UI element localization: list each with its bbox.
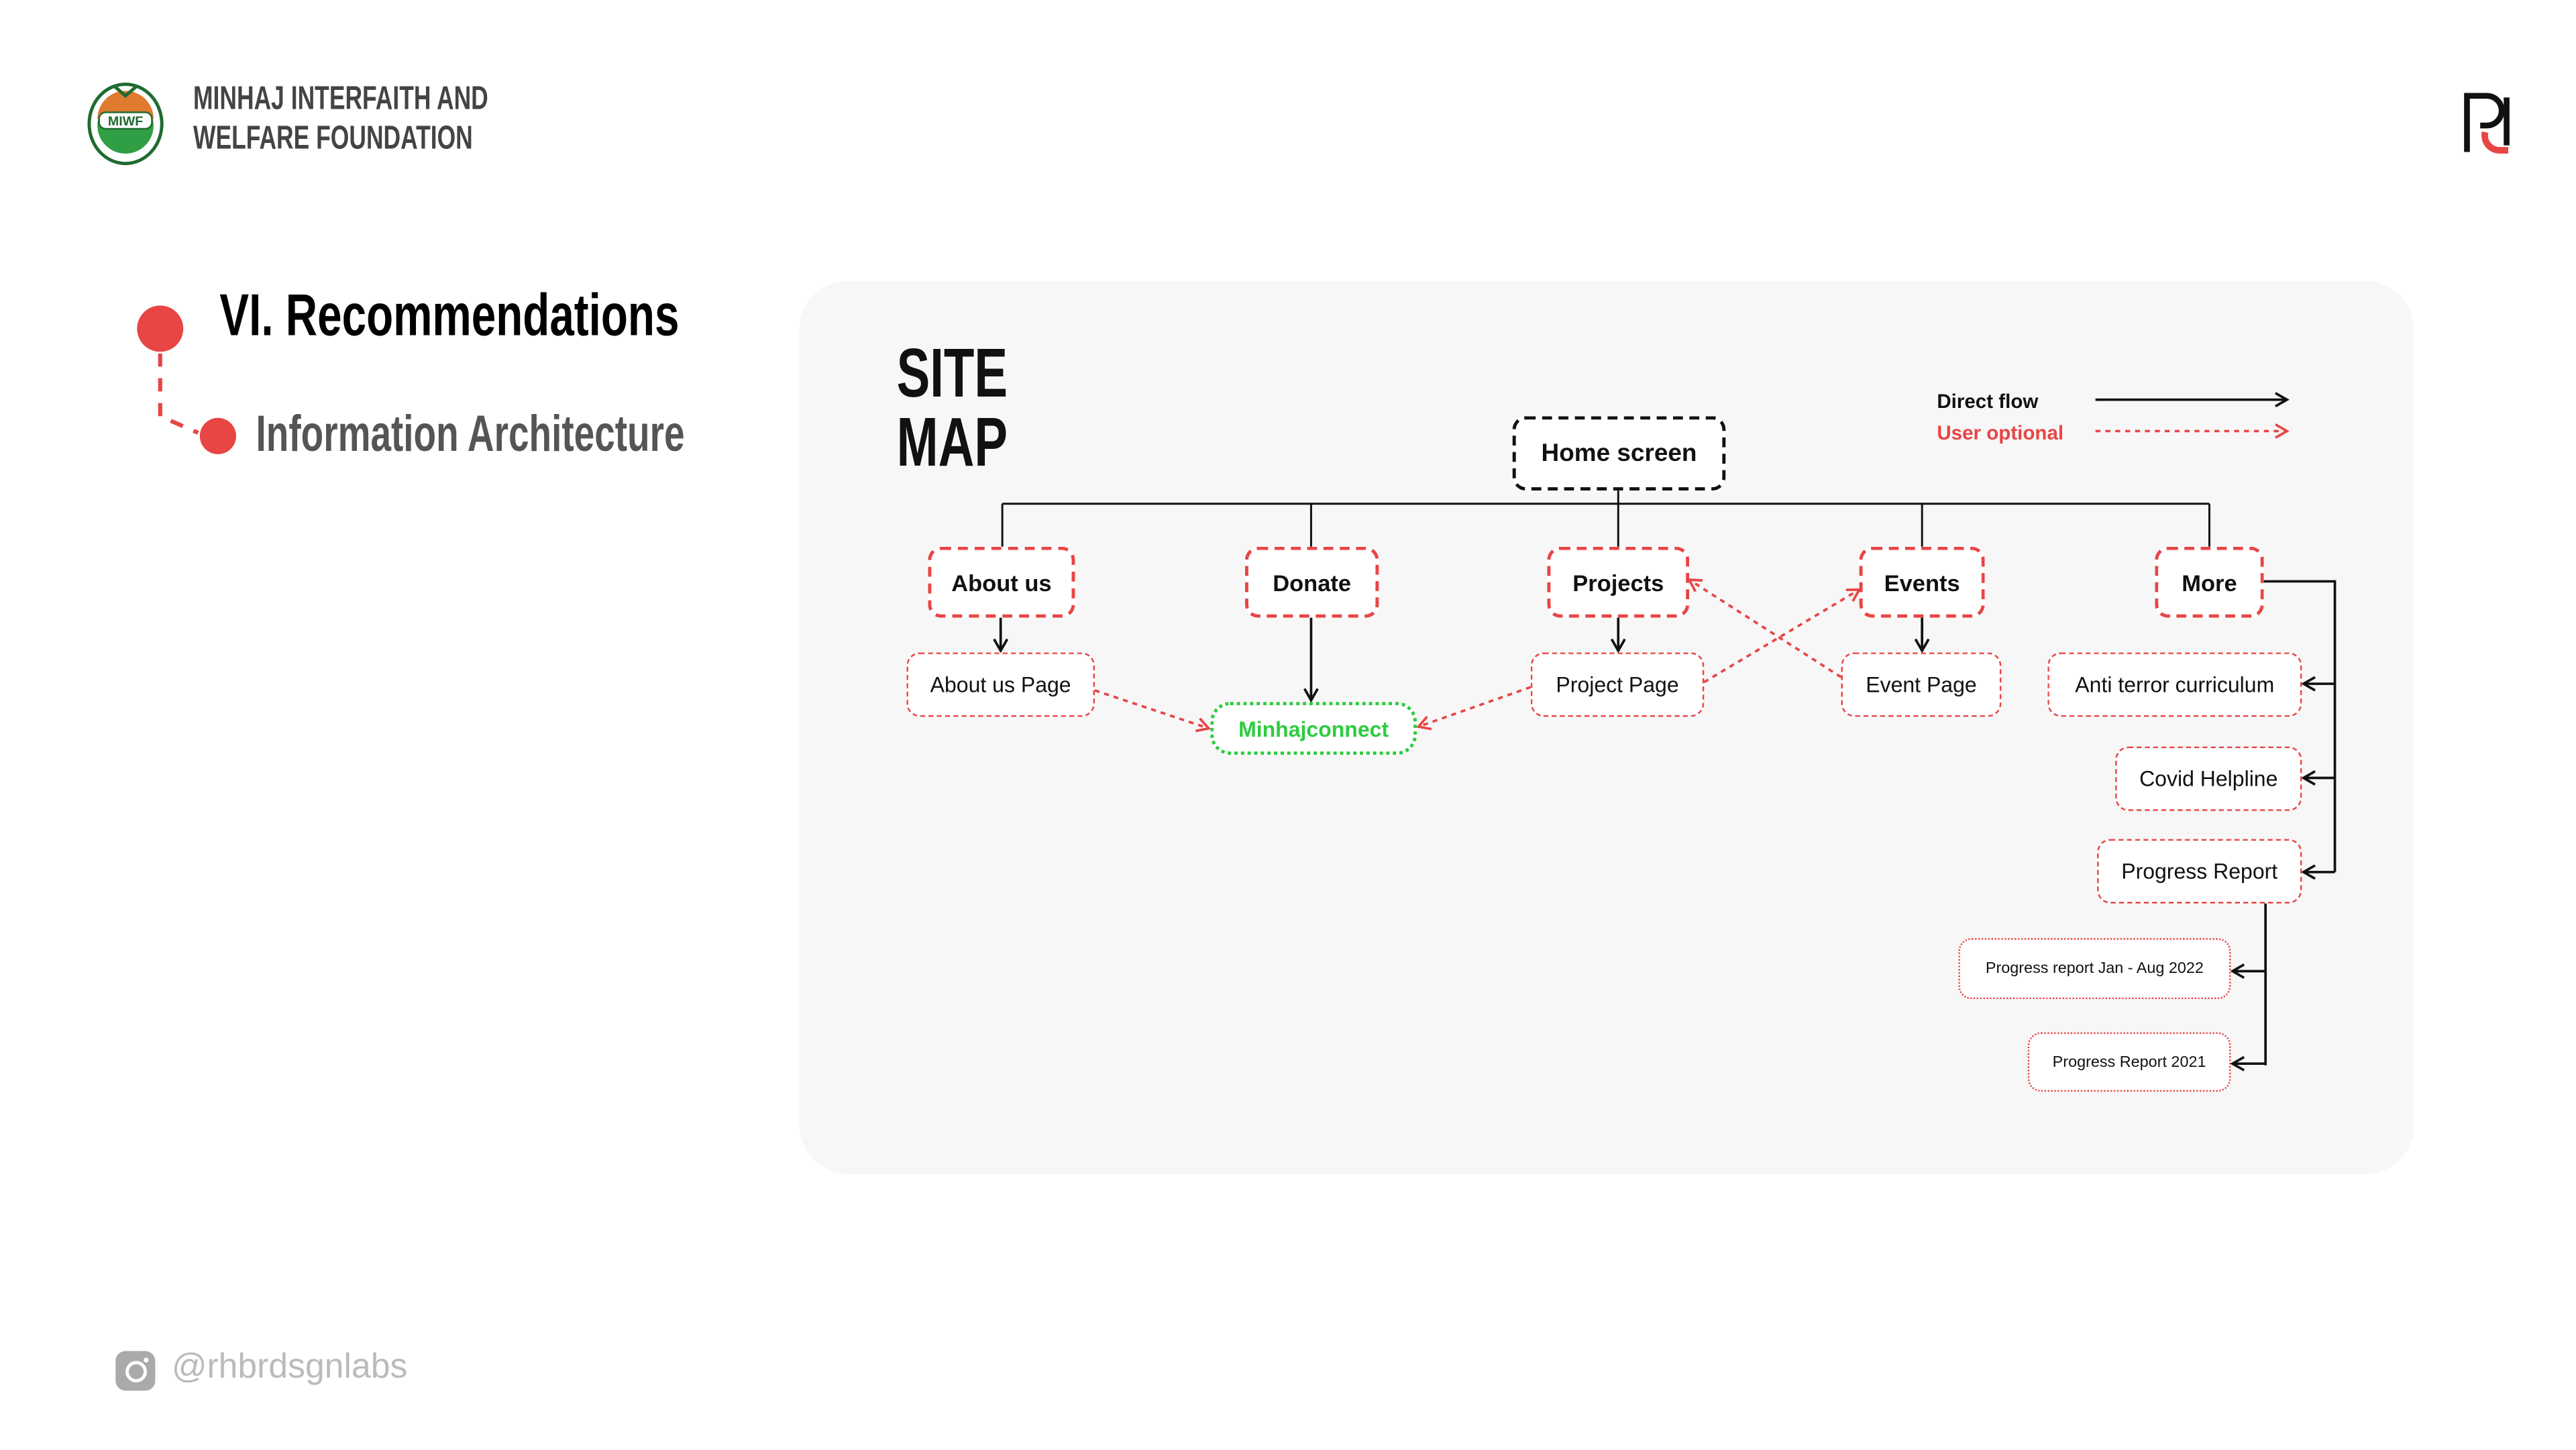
node-home-screen[interactable]: Home screen [1512, 416, 1726, 491]
legend-direct-flow: Direct flow [1937, 389, 2039, 413]
section-title: VI. Recommendations [219, 280, 680, 349]
node-covid-helpline[interactable]: Covid Helpline [2115, 746, 2302, 811]
node-event-page[interactable]: Event Page [1841, 652, 2002, 717]
section-timeline [137, 305, 236, 454]
brand-logo [2464, 93, 2510, 154]
node-project-page[interactable]: Project Page [1530, 652, 1705, 717]
node-minhajconnect[interactable]: Minhajconnect [1210, 702, 1417, 755]
instagram-icon [115, 1351, 156, 1391]
legend-user-optional: User optional [1937, 421, 2064, 445]
node-about-us-page[interactable]: About us Page [906, 652, 1095, 717]
node-progress-report-2022[interactable]: Progress report Jan - Aug 2022 [1958, 938, 2231, 1000]
node-projects[interactable]: Projects [1547, 546, 1690, 618]
sitemap-title-line2: MAP [896, 403, 1008, 481]
svg-text:MIWF: MIWF [108, 114, 143, 129]
org-name-line1: MINHAJ INTERFAITH AND [193, 81, 488, 117]
node-about-us[interactable]: About us [928, 546, 1075, 618]
section-subtitle: Information Architecture [256, 405, 685, 463]
node-donate[interactable]: Donate [1244, 546, 1379, 618]
instagram-handle[interactable]: @rhbrdsgnlabs [171, 1347, 408, 1386]
node-progress-report[interactable]: Progress Report [2097, 839, 2302, 904]
node-anti-terror-curriculum[interactable]: Anti terror curriculum [2047, 652, 2302, 717]
sitemap-title-line1: SITE [896, 333, 1008, 411]
org-name-line2: WELFARE FOUNDATION [193, 120, 473, 157]
node-more[interactable]: More [2155, 546, 2264, 618]
miwf-logo: MIWF [87, 83, 164, 166]
node-progress-report-2021[interactable]: Progress Report 2021 [2027, 1032, 2231, 1092]
node-events[interactable]: Events [1859, 546, 1985, 618]
